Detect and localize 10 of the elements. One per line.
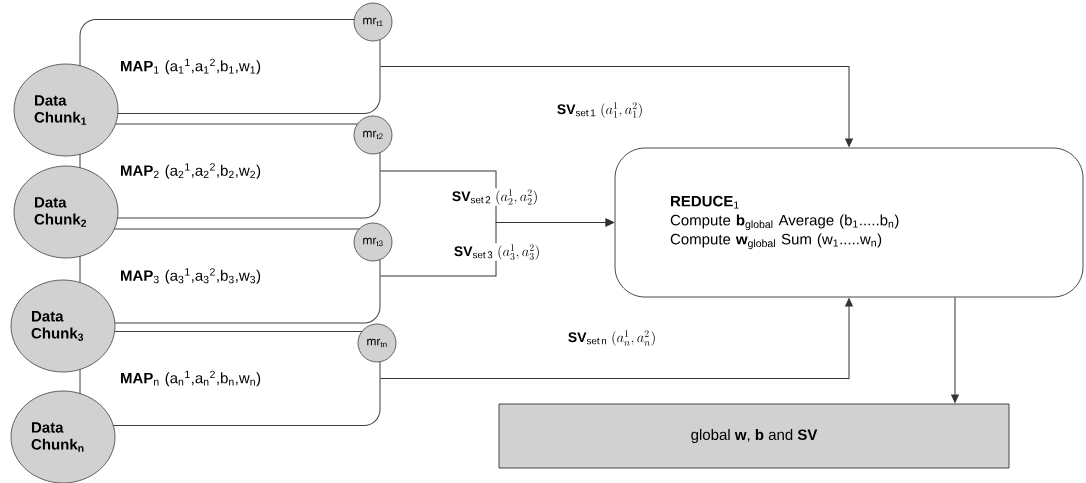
edge-label: $\mathbf{SV}_{\mathrm{set\,3}}\ (a_{3}^{1},a_{3}^{2})$ xyxy=(452,243,542,261)
result-box: global w, b and SV xyxy=(498,403,1010,469)
arrow xyxy=(380,298,853,379)
edge-label: $\mathbf{SV}_{\mathrm{set\,2}}\ (a_{2}^{1},a_{2}^{2})$ xyxy=(450,188,540,206)
edge-label: $\mathbf{SV}_{\mathrm{set\,1}}\ (a_{1}^{1},a_{1}^{2})$ xyxy=(555,101,645,119)
edge-label: $\mathbf{SV}_{\mathrm{set\,n}}\ (a_{n}^{1},a_{n}^{2})$ xyxy=(566,329,658,347)
reduce-box: REDUCE$_{1}$ Compute b$_{global}$ Average (b$_{1}$.....b$_{n}$) Compute w$_{global}$ Sum (w$_{1}$.....w$_{n}$) xyxy=(614,147,1084,298)
arrow xyxy=(380,218,614,277)
arrow xyxy=(951,296,959,403)
arrow xyxy=(380,66,853,147)
